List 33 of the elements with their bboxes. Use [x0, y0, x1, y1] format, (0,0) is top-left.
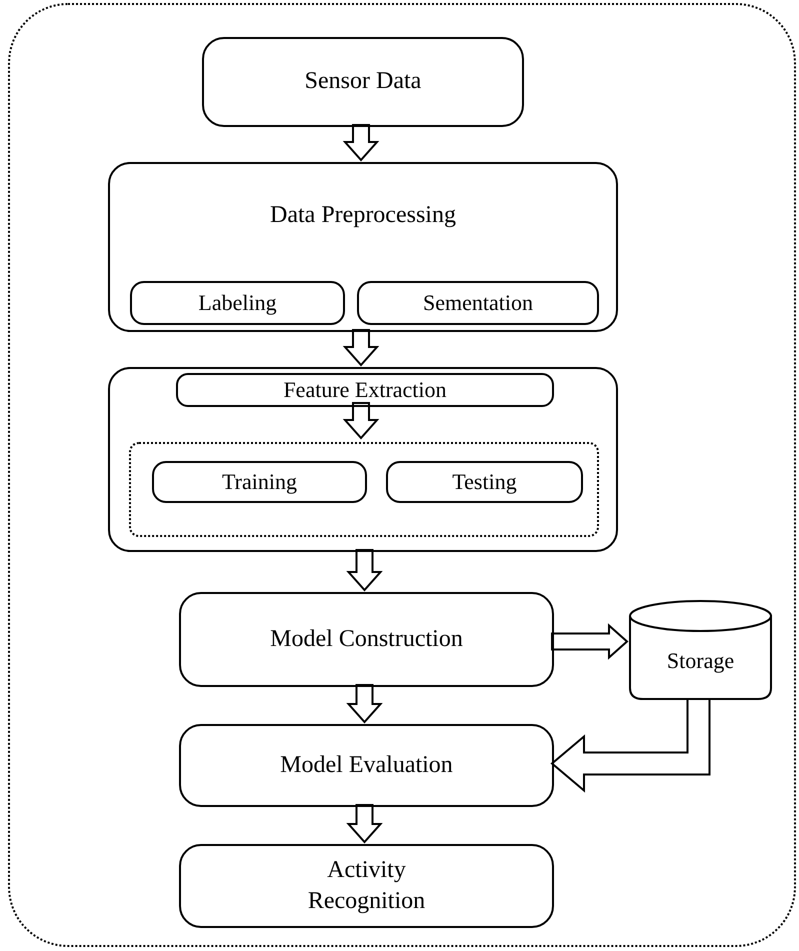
process-box — [130, 281, 345, 325]
block-arrow — [550, 697, 710, 793]
node-label: Sementation — [423, 288, 533, 317]
storage-cylinder — [629, 600, 772, 700]
process-box — [176, 373, 554, 407]
process-box — [202, 37, 524, 127]
process-box — [357, 281, 599, 325]
node-label: Sensor Data — [304, 67, 422, 96]
process-box — [386, 461, 583, 503]
process-box — [152, 461, 367, 503]
block-arrow — [346, 549, 383, 592]
process-box — [179, 592, 554, 687]
node-label: Training — [222, 468, 297, 496]
dotted-frame — [8, 3, 796, 947]
process-box — [179, 724, 554, 807]
block-arrow — [342, 124, 380, 162]
node-label: Labeling — [198, 288, 277, 317]
process-box — [108, 162, 618, 332]
block-arrow — [346, 684, 383, 724]
node-label: Testing — [452, 468, 517, 496]
node-label: Data Preprocessing — [270, 201, 456, 230]
node-label: Model Evaluation — [280, 750, 453, 780]
node-label: Model Construction — [270, 624, 463, 654]
process-box — [179, 844, 554, 928]
node-label: Storage — [666, 646, 734, 675]
block-arrow — [342, 402, 380, 440]
dotted-group-box — [129, 442, 599, 537]
node-label: Activity Recognition — [306, 856, 426, 916]
block-arrow — [346, 804, 383, 844]
process-box — [108, 367, 618, 552]
block-arrow — [342, 329, 380, 366]
node-label: Feature Extraction — [283, 376, 447, 404]
block-arrow — [551, 623, 628, 660]
